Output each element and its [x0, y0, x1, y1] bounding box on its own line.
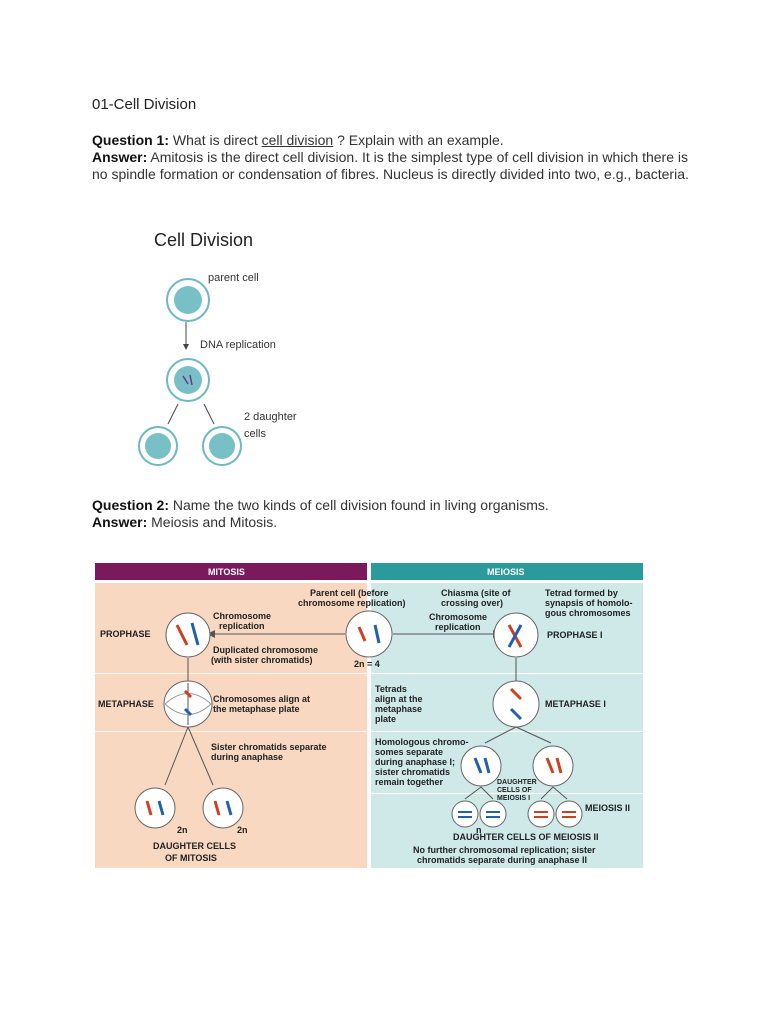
question-2-block: Question 2: Name the two kinds of cell d…	[92, 497, 692, 531]
daughter-mitosis-label-2: OF MITOSIS	[165, 853, 217, 863]
parent-cell-label-2: chromosome replication)	[298, 598, 406, 608]
answer-1-text: Amitosis is the direct cell division. It…	[92, 149, 689, 182]
homologous-label-3: during anaphase I;	[375, 757, 456, 767]
question-1-line: Question 1: What is direct cell division…	[92, 132, 692, 149]
answer-2-line: Answer: Meiosis and Mitosis.	[92, 514, 692, 531]
question-2-label: Question 2:	[92, 497, 170, 513]
parent-cell-label: Parent cell (before	[310, 588, 389, 598]
question-1-text-after: ? Explain with an example.	[333, 132, 504, 148]
replicated-cell	[166, 358, 210, 402]
split-lines-icon	[167, 403, 215, 425]
question-2-text: Name the two kinds of cell division foun…	[169, 497, 549, 513]
homologous-label-4: sister chromatids	[375, 767, 451, 777]
tetrad-label: Tetrad formed by	[545, 588, 618, 598]
answer-1-label: Answer:	[92, 149, 148, 165]
homologous-label-2: somes separate	[375, 747, 444, 757]
mitosis-header: MITOSIS	[208, 567, 245, 577]
chromosomes-align-label: Chromosomes align at	[213, 694, 311, 704]
page-heading: 01-Cell Division	[92, 96, 197, 113]
answer-2-text: Meiosis and Mitosis.	[147, 514, 278, 530]
prophase-1-label: PROPHASE I	[547, 630, 603, 640]
answer-2-label: Answer:	[92, 514, 148, 530]
metaphase-1-label: METAPHASE I	[545, 699, 606, 709]
duplicated-chromosome-label: Duplicated chromosome	[213, 645, 319, 655]
daughter-cells-label-1: 2 daughter	[244, 411, 297, 423]
mitosis-header-bar	[95, 563, 367, 580]
sister-chromatids-label-2: during anaphase	[211, 752, 284, 762]
question-1-label: Question 1:	[92, 132, 170, 148]
cell-division-link[interactable]: cell division	[261, 132, 334, 148]
figure-1-title: Cell Division	[154, 230, 254, 250]
meiosis-chromosome-replication-label: Chromosome	[429, 612, 488, 622]
daughter-cell-right	[202, 426, 242, 466]
prophase-label: PROPHASE	[100, 629, 151, 639]
daughter-meiosis-1-label-2: CELLS OF	[497, 787, 532, 794]
tetrads-align-label-3: metaphase	[375, 704, 423, 714]
meiosis-chromosome-replication-label-2: replication	[435, 622, 481, 632]
mitosis-meiosis-figure: MITOSIS MEIOSIS	[95, 563, 643, 868]
daughter-meiosis-1-label-3: MEIOSIS I	[497, 795, 531, 802]
parent-cell-label: parent cell	[208, 272, 259, 284]
meiosis-header-bar	[371, 563, 643, 580]
tetrads-align-label: Tetrads	[375, 684, 407, 694]
daughter-meiosis-2-label: DAUGHTER CELLS OF MEIOSIS II	[453, 832, 599, 842]
chiasma-label-2: crossing over)	[441, 598, 504, 608]
two-n-label-b: 2n	[237, 825, 248, 835]
tetrad-label-2: synapsis of homolo-	[545, 598, 633, 608]
chiasma-label: Chiasma (site of	[441, 588, 511, 598]
homologous-label: Homologous chromo-	[375, 737, 469, 747]
two-n-equals-four: 2n = 4	[354, 659, 380, 669]
meiosis-header: MEIOSIS	[487, 567, 525, 577]
sister-chromatids-label: Sister chromatids separate	[211, 742, 327, 752]
question-2-line: Question 2: Name the two kinds of cell d…	[92, 497, 692, 514]
two-n-label-a: 2n	[177, 825, 188, 835]
tetrads-align-label-4: plate	[375, 714, 397, 724]
tetrads-align-label-2: align at the	[375, 694, 423, 704]
daughter-meiosis-1-label: DAUGHTER	[497, 779, 537, 786]
answer-1-line: Answer: Amitosis is the direct cell divi…	[92, 149, 692, 183]
tetrad-label-3: gous chromosomes	[545, 608, 631, 618]
homologous-label-5: remain together	[375, 777, 444, 787]
duplicated-chromosome-label-2: (with sister chromatids)	[211, 655, 313, 665]
cell-division-figure: Cell Division parent cell DNA replicatio…	[130, 222, 320, 472]
question-1-block: Question 1: What is direct cell division…	[92, 132, 692, 183]
chromosome-replication-label-2: replication	[219, 621, 265, 631]
arrow-down-icon	[183, 322, 189, 350]
dna-replication-label: DNA replication	[200, 339, 276, 351]
n-label: n	[476, 825, 482, 835]
metaphase-label: METAPHASE	[98, 699, 154, 709]
daughter-cells-label-2: cells	[244, 428, 267, 440]
no-further-label: No further chromosomal replication; sist…	[413, 845, 596, 855]
question-1-text-before: What is direct	[169, 132, 262, 148]
meiosis-2-label: MEIOSIS II	[585, 803, 631, 813]
figure-2-graphics	[134, 610, 583, 829]
chromosome-replication-label: Chromosome	[213, 611, 272, 621]
daughter-cell-left	[138, 426, 178, 466]
no-further-label-2: chromatids separate during anaphase II	[417, 855, 588, 865]
parent-cell	[166, 278, 210, 322]
chromosomes-align-label-2: the metaphase plate	[213, 704, 300, 714]
daughter-mitosis-label: DAUGHTER CELLS	[153, 841, 236, 851]
